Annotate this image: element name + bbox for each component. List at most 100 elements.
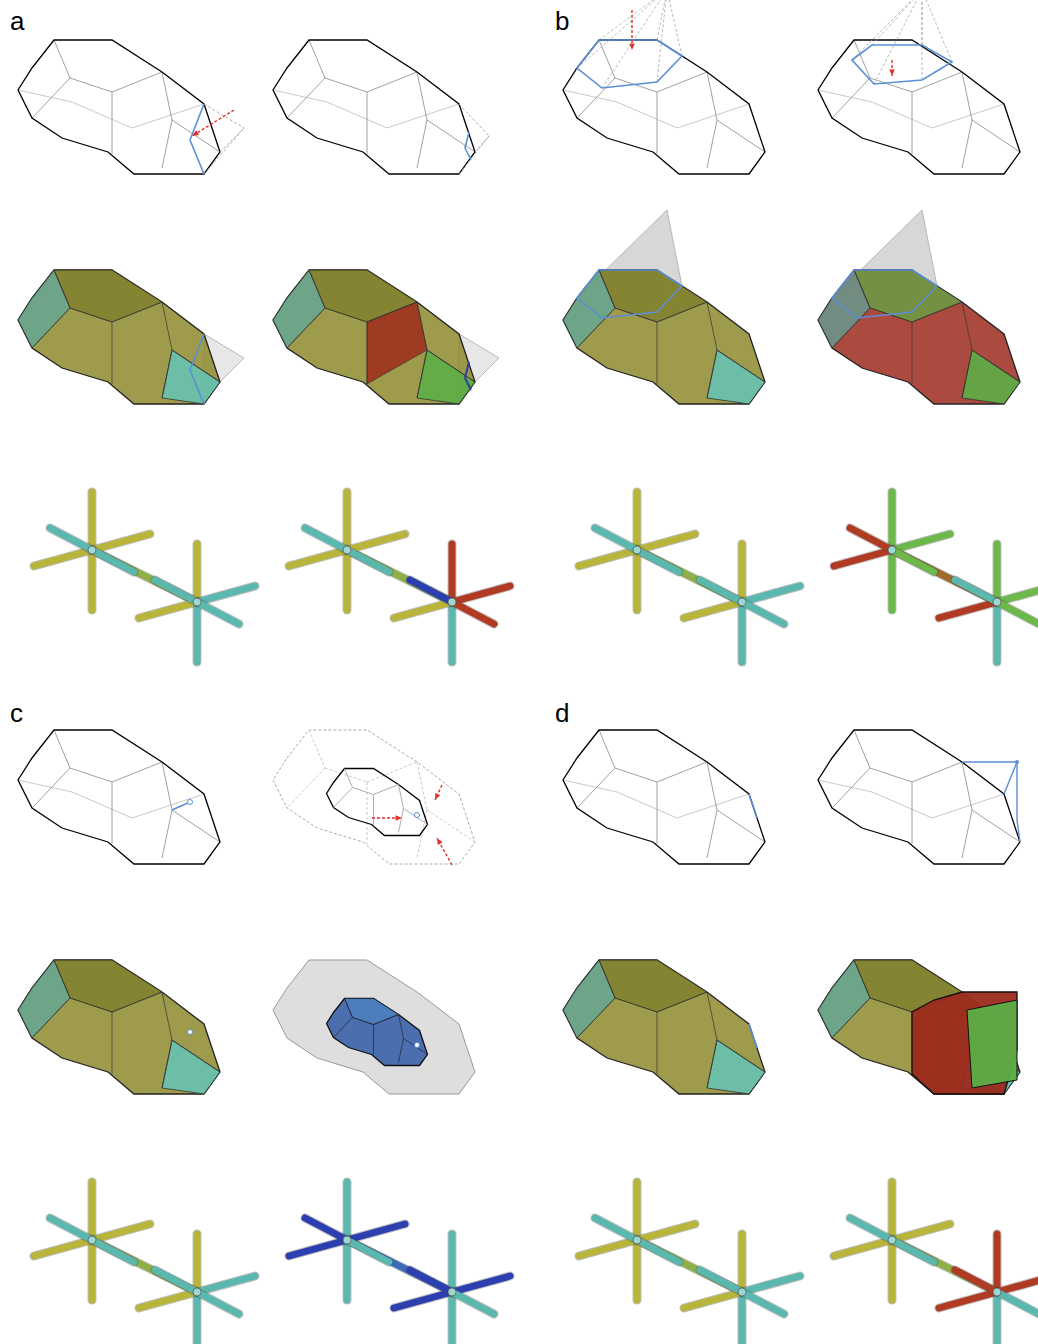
edge-line	[657, 1012, 658, 1074]
edge-line	[874, 0, 922, 84]
tube	[452, 586, 510, 602]
edge-line	[112, 992, 162, 1012]
tube-joint	[993, 1288, 1001, 1296]
edge-line	[577, 998, 615, 1038]
wireframe-cell	[273, 40, 489, 174]
arrow-head	[437, 838, 443, 845]
outline	[818, 730, 1020, 864]
tube-shadow	[452, 1276, 510, 1292]
tube	[50, 1218, 92, 1240]
edge-line	[912, 762, 962, 782]
shaded-cell	[18, 270, 244, 404]
edge-line	[972, 350, 1020, 382]
tube	[637, 1240, 679, 1262]
tube	[344, 492, 351, 550]
tube-shadow	[50, 528, 92, 550]
tube-shadow	[955, 580, 997, 602]
shaded-cell	[818, 210, 1020, 404]
edge-line	[70, 308, 112, 322]
tube-shadow	[197, 1276, 255, 1292]
face	[599, 270, 707, 322]
tube-shadow	[637, 550, 679, 572]
edge-line	[132, 794, 204, 818]
tube	[92, 1240, 134, 1262]
edge-line	[563, 90, 617, 102]
tube	[892, 550, 997, 602]
tube-shadow	[343, 1182, 352, 1240]
edge-line	[872, 102, 932, 128]
outline	[327, 769, 428, 836]
tube	[305, 1218, 347, 1240]
edge-line	[972, 120, 1020, 152]
vertex	[188, 800, 193, 805]
tube-shadow	[633, 550, 642, 610]
tube-shadow	[139, 1292, 197, 1308]
tube-shadow	[997, 602, 1038, 624]
edge-line	[325, 308, 367, 322]
tube	[739, 1234, 746, 1292]
edge-line	[18, 780, 72, 792]
tube	[742, 1292, 784, 1314]
tube	[997, 1276, 1038, 1292]
edge-line	[374, 1015, 399, 1025]
tube	[305, 528, 347, 550]
tube-joint	[888, 546, 896, 554]
tube	[344, 1182, 351, 1240]
vertex	[415, 813, 420, 818]
edge-line	[962, 120, 972, 168]
edge-line	[32, 308, 70, 348]
edge-line	[345, 769, 353, 788]
tube	[155, 580, 197, 602]
edge-line	[309, 730, 325, 768]
vertex	[188, 1030, 193, 1035]
face	[345, 999, 399, 1025]
cell	[18, 960, 220, 1094]
extruded-edge	[1004, 762, 1017, 794]
tube-shadow	[892, 1240, 997, 1292]
ghost-cell	[273, 960, 475, 1094]
edge-line	[962, 302, 972, 350]
tube-shadow	[410, 1270, 452, 1292]
wireframe-cell	[563, 730, 765, 864]
edge-line	[70, 78, 112, 92]
tube	[684, 602, 742, 618]
tube	[579, 1240, 637, 1256]
wireframe-cell	[818, 730, 1020, 864]
tube	[410, 580, 452, 602]
tube-shadow	[193, 1292, 202, 1344]
extruded-edge	[1016, 762, 1017, 820]
tube-shadow	[197, 602, 239, 624]
edge-line	[32, 998, 70, 1038]
shaded-cell	[563, 210, 765, 404]
tube-shadow	[888, 1182, 897, 1240]
edge-line	[162, 992, 172, 1040]
strut-network	[289, 492, 510, 662]
edge-line	[367, 782, 368, 844]
selected-edge	[749, 794, 757, 818]
tube	[197, 586, 255, 602]
tube	[595, 1218, 637, 1240]
edge-line	[599, 270, 615, 308]
tube	[289, 1240, 347, 1256]
tube	[889, 550, 896, 610]
tube	[994, 602, 1001, 662]
tube	[449, 1292, 456, 1344]
tube	[684, 1292, 742, 1308]
tube-shadow	[343, 492, 352, 550]
tube	[850, 528, 892, 550]
tube	[700, 1270, 742, 1292]
tube	[92, 534, 150, 550]
wireframe-cell	[18, 730, 220, 864]
tube-shadow	[50, 1218, 92, 1240]
strut-network	[34, 1182, 255, 1344]
tube	[197, 1276, 255, 1292]
vertex	[415, 1043, 420, 1048]
edge-line	[832, 78, 870, 118]
tube	[347, 1224, 405, 1240]
tube-shadow	[347, 550, 389, 572]
tube	[637, 550, 742, 602]
tube	[637, 1240, 742, 1292]
edge-line	[112, 302, 162, 322]
tube-shadow	[305, 1218, 347, 1240]
